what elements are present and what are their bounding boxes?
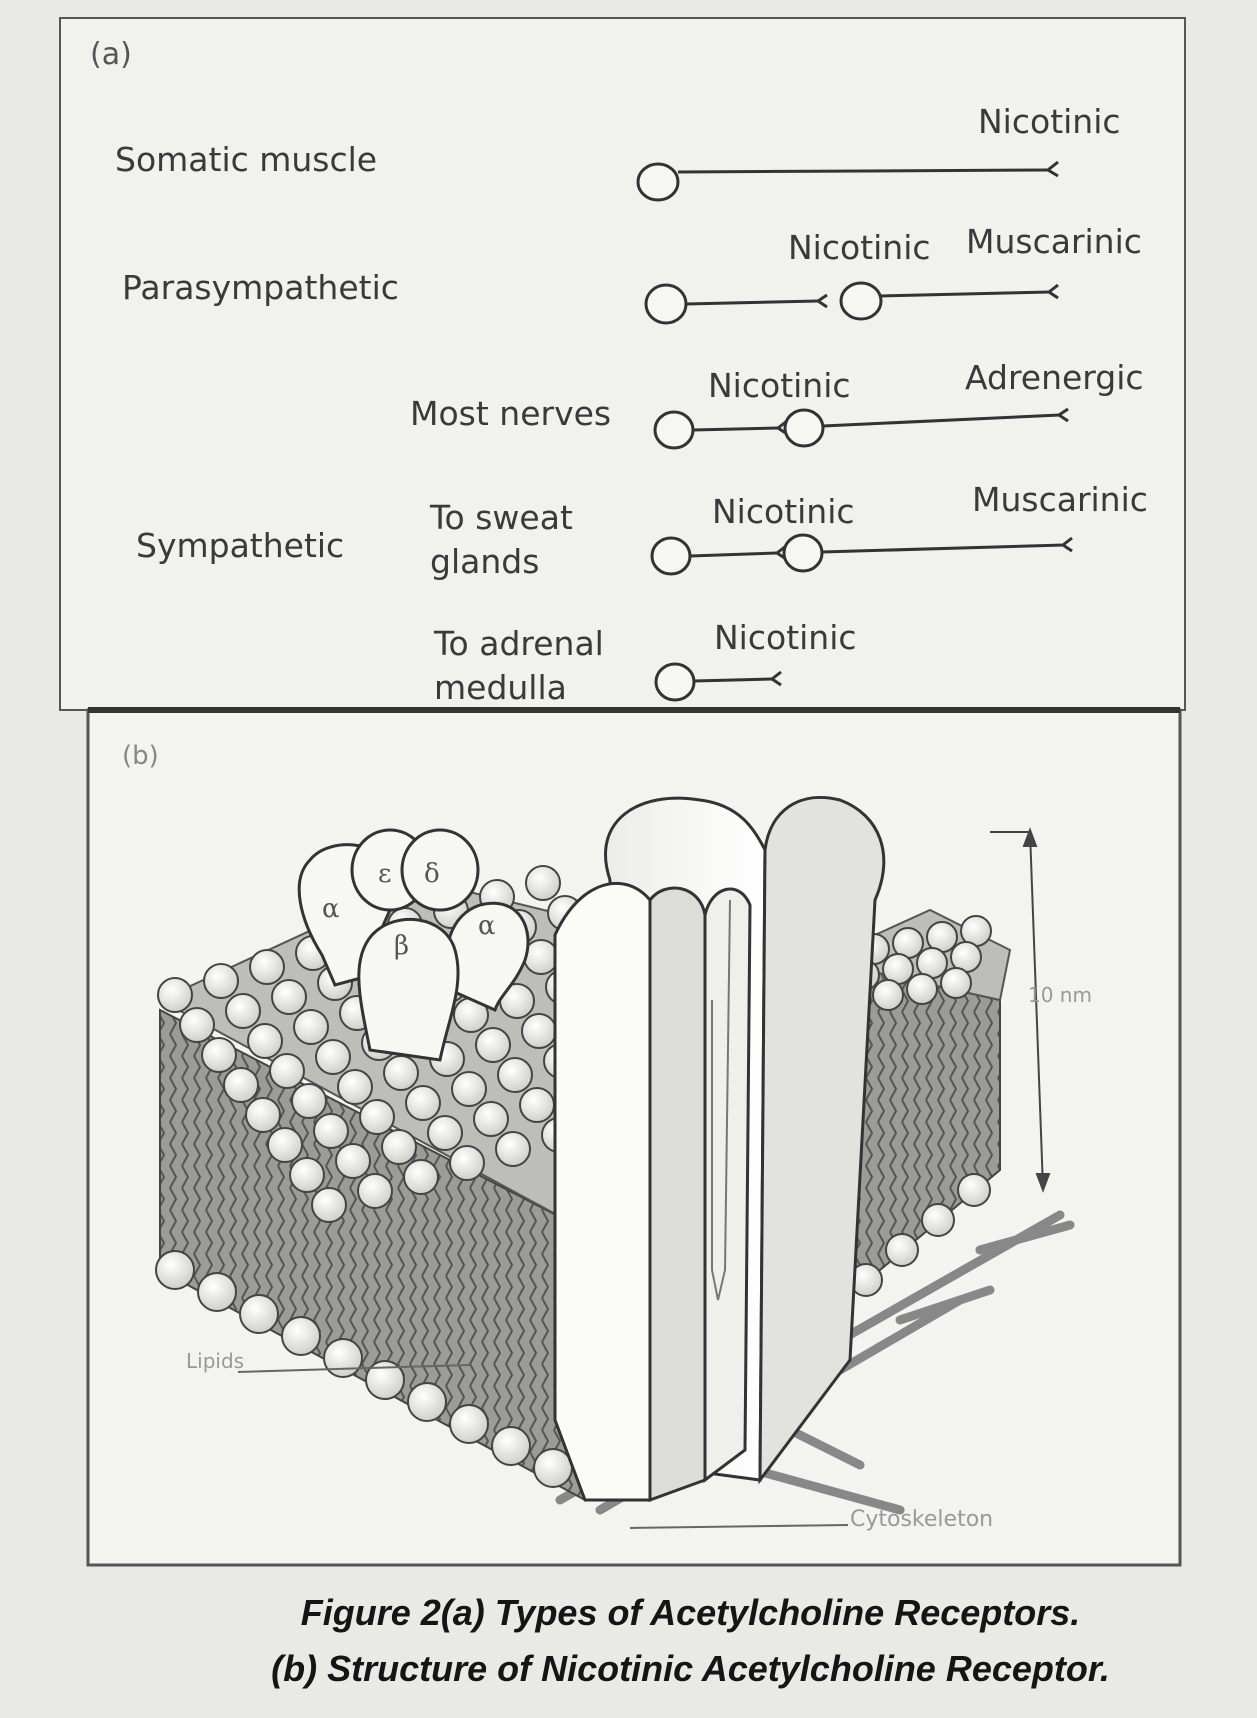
caption-line-1: Figure 2(a) Types of Acetylcholine Recep… bbox=[62, 1592, 1257, 1634]
lipid-head bbox=[474, 1102, 508, 1136]
lipid-head bbox=[496, 1132, 530, 1166]
lipid-head bbox=[312, 1188, 346, 1222]
lipid-head bbox=[452, 1072, 486, 1106]
lipid-head bbox=[382, 1130, 416, 1164]
lipid-head bbox=[941, 968, 971, 998]
most-nerves-label: Most nerves bbox=[410, 396, 611, 432]
lipid-head bbox=[324, 1339, 362, 1377]
lipid-head bbox=[922, 1204, 954, 1236]
lipid-head bbox=[498, 1058, 532, 1092]
lipid-head bbox=[292, 1084, 326, 1118]
lipid-head bbox=[224, 1068, 258, 1102]
lipid-head bbox=[526, 866, 560, 900]
lipid-head bbox=[406, 1086, 440, 1120]
sweat-receptor-2: Muscarinic bbox=[972, 482, 1148, 518]
panel-b-label: (b) bbox=[122, 742, 159, 771]
lipid-head bbox=[198, 1273, 236, 1311]
cytoskeleton-label: Cytoskeleton bbox=[850, 1508, 993, 1532]
lipid-head bbox=[250, 950, 284, 984]
subunit-alpha-right: α bbox=[478, 912, 496, 941]
lipid-head bbox=[338, 1070, 372, 1104]
adrenal-medulla-label-line2: medulla bbox=[434, 670, 567, 706]
lipid-head bbox=[156, 1251, 194, 1289]
adrenal-receptor-label: Nicotinic bbox=[714, 620, 857, 656]
lipid-head bbox=[450, 1146, 484, 1180]
subunit-beta: β bbox=[394, 932, 409, 961]
sweat-glands-label-line2: glands bbox=[430, 544, 539, 580]
lipid-head bbox=[404, 1160, 438, 1194]
parasympathetic-receptor-2: Muscarinic bbox=[966, 224, 1142, 260]
most-nerves-receptor-2: Adrenergic bbox=[965, 360, 1144, 396]
lipid-head bbox=[522, 1014, 556, 1048]
lipid-head bbox=[248, 1024, 282, 1058]
lipid-head bbox=[886, 1234, 918, 1266]
somatic-muscle-label: Somatic muscle bbox=[115, 142, 377, 178]
lipid-head bbox=[268, 1128, 302, 1162]
parasympathetic-label: Parasympathetic bbox=[122, 270, 399, 306]
lipid-head bbox=[158, 978, 192, 1012]
caption-line-2: (b) Structure of Nicotinic Acetylcholine… bbox=[62, 1648, 1257, 1690]
lipid-head bbox=[476, 1028, 510, 1062]
scale-label: 10 nm bbox=[1028, 984, 1092, 1006]
lipid-head bbox=[202, 1038, 236, 1072]
lipid-head bbox=[358, 1174, 392, 1208]
somatic-receptor-label: Nicotinic bbox=[978, 104, 1121, 140]
parasympathetic-receptor-1: Nicotinic bbox=[788, 230, 931, 266]
subunit-delta: δ bbox=[424, 860, 440, 889]
lipid-head bbox=[534, 1449, 572, 1487]
lipid-head bbox=[520, 1088, 554, 1122]
sweat-glands-label-line1: To sweat bbox=[430, 500, 573, 536]
lipid-head bbox=[428, 1116, 462, 1150]
lipid-head bbox=[226, 994, 260, 1028]
lipid-head bbox=[316, 1040, 350, 1074]
lipid-head bbox=[272, 980, 306, 1014]
lipid-head bbox=[408, 1383, 446, 1421]
panel-a-label: (a) bbox=[90, 38, 132, 71]
lipid-head bbox=[336, 1144, 370, 1178]
lipid-head bbox=[294, 1010, 328, 1044]
lipids-label: Lipids bbox=[186, 1350, 244, 1372]
lipid-head bbox=[240, 1295, 278, 1333]
lipid-head bbox=[290, 1158, 324, 1192]
lipid-head bbox=[204, 964, 238, 998]
lipid-head bbox=[314, 1114, 348, 1148]
sympathetic-label: Sympathetic bbox=[136, 528, 344, 564]
lipid-head bbox=[907, 974, 937, 1004]
lipid-head bbox=[360, 1100, 394, 1134]
lipid-head bbox=[450, 1405, 488, 1443]
lipid-head bbox=[873, 980, 903, 1010]
adrenal-medulla-label-line1: To adrenal bbox=[434, 626, 604, 662]
sweat-receptor-1: Nicotinic bbox=[712, 494, 855, 530]
lipid-head bbox=[180, 1008, 214, 1042]
lipid-head bbox=[492, 1427, 530, 1465]
lipid-head bbox=[384, 1056, 418, 1090]
lipid-head bbox=[246, 1098, 280, 1132]
subunit-epsilon: ε bbox=[378, 860, 391, 889]
subunit-alpha-left: α bbox=[322, 895, 340, 924]
most-nerves-receptor-1: Nicotinic bbox=[708, 368, 851, 404]
lipid-head bbox=[282, 1317, 320, 1355]
lipid-head bbox=[958, 1174, 990, 1206]
lipid-head bbox=[270, 1054, 304, 1088]
